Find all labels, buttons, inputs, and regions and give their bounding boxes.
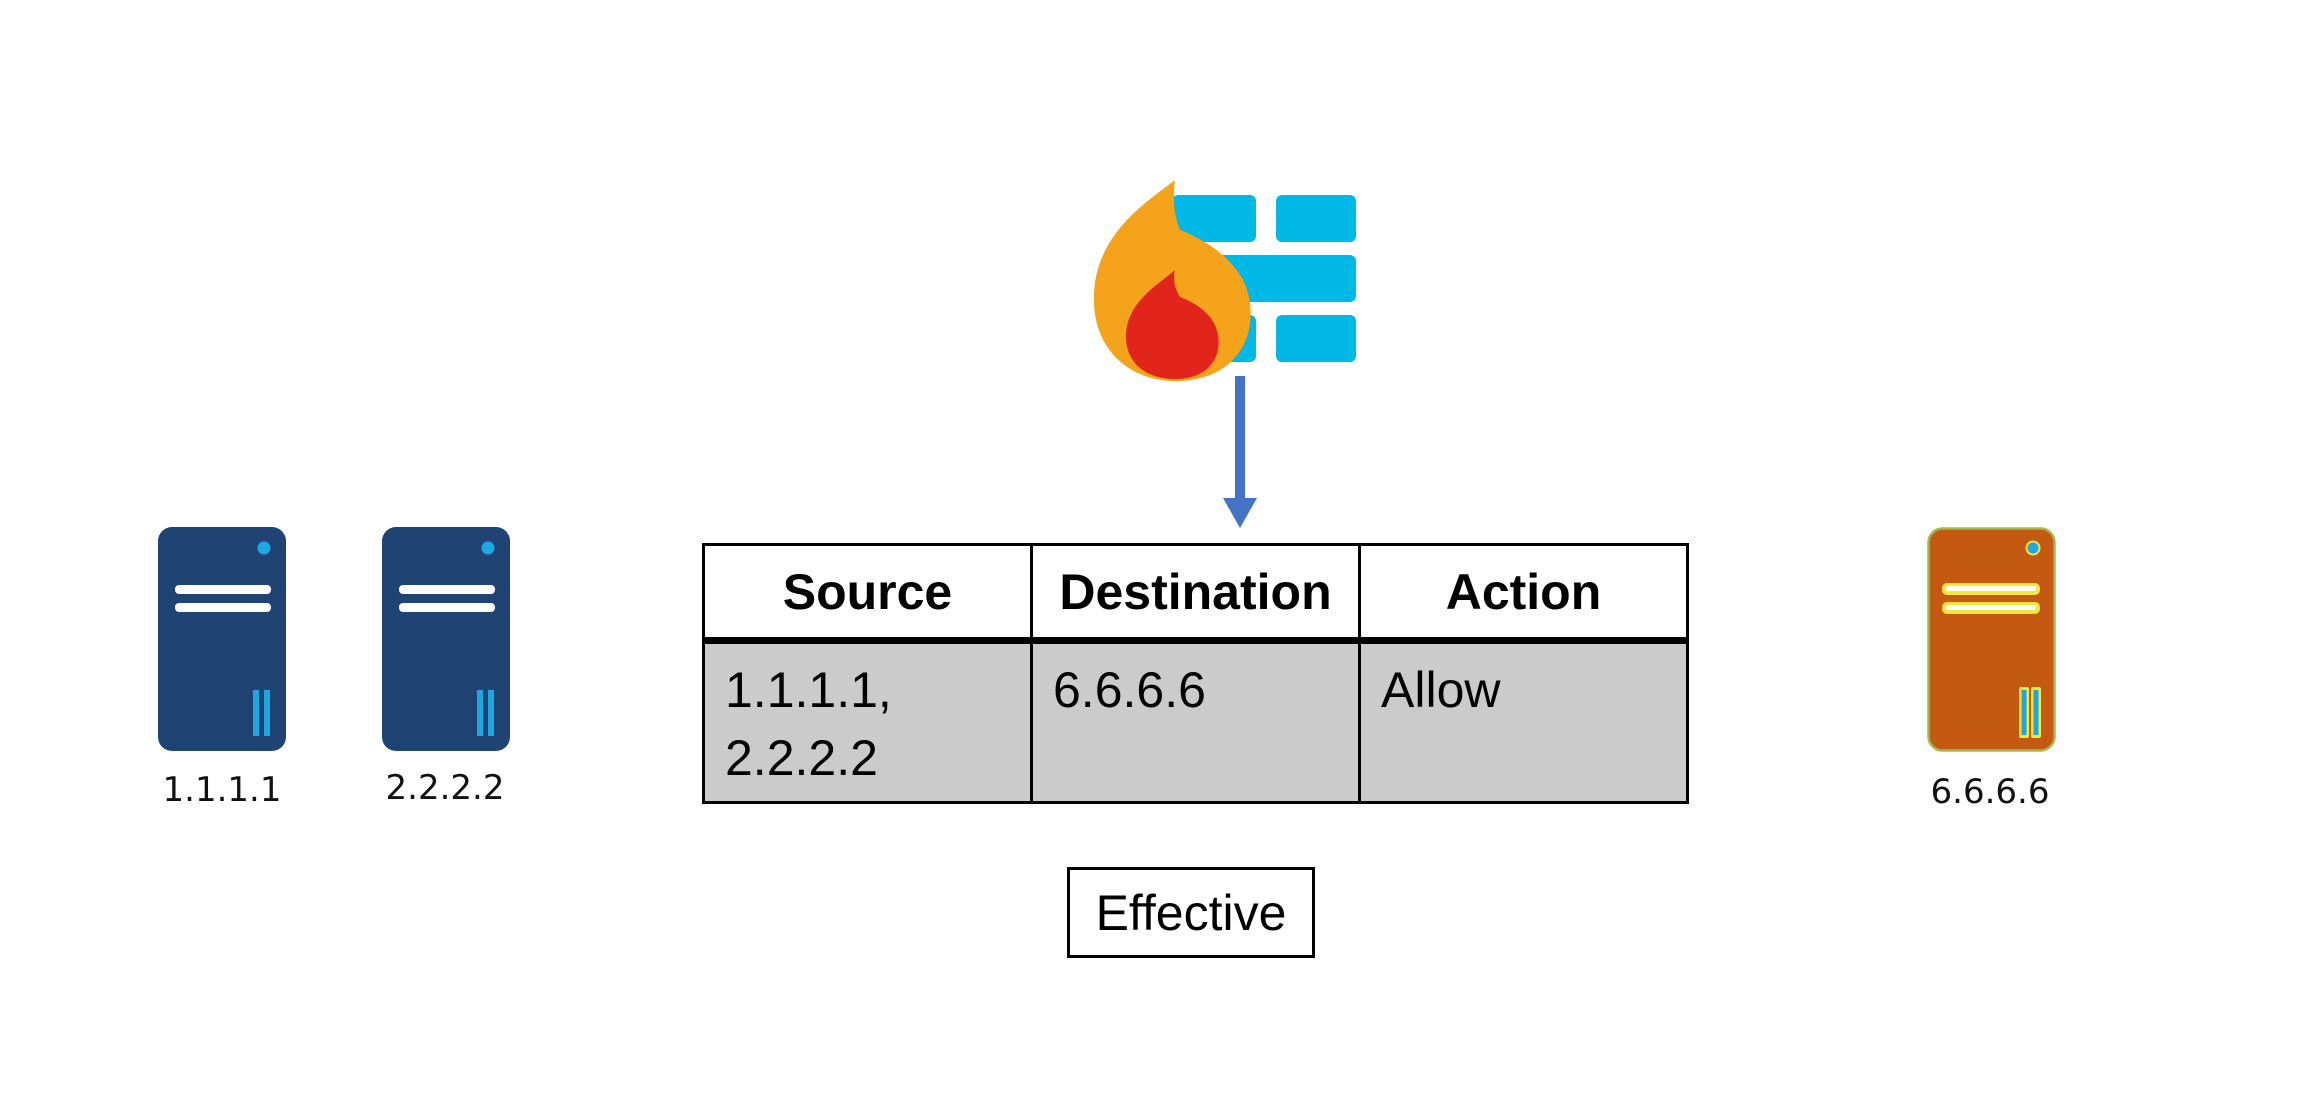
source-line-2: 2.2.2.2 xyxy=(725,730,878,786)
header-action: Action xyxy=(1358,543,1689,644)
server-1 xyxy=(158,527,288,753)
source-line-1: 1.1.1.1, xyxy=(725,662,892,718)
cell-destination: 6.6.6.6 xyxy=(1030,639,1361,804)
server-3 xyxy=(1927,527,2057,753)
firewall-graphic xyxy=(1093,180,1356,382)
server-icon xyxy=(382,527,510,751)
table-row: 1.1.1.1, 2.2.2.2 6.6.6.6 Allow xyxy=(702,639,1689,804)
arrow-graphic xyxy=(1223,376,1257,528)
cell-action: Allow xyxy=(1358,639,1689,804)
server-icon xyxy=(158,527,286,751)
arrow-down-icon xyxy=(1220,376,1260,535)
action-line-1: Allow xyxy=(1381,662,1501,718)
firewall-icon xyxy=(1080,175,1360,400)
header-destination: Destination xyxy=(1030,543,1361,644)
server-3-label: 6.6.6.6 xyxy=(1930,772,2050,812)
server-icon xyxy=(1927,527,2056,752)
server-2-label: 2.2.2.2 xyxy=(385,768,505,808)
destination-line-1: 6.6.6.6 xyxy=(1053,662,1206,718)
server-1-label: 1.1.1.1 xyxy=(162,770,282,810)
header-source: Source xyxy=(702,543,1033,644)
table-header-row: Source Destination Action xyxy=(702,543,1689,644)
cell-source: 1.1.1.1, 2.2.2.2 xyxy=(702,639,1033,804)
effective-label: Effective xyxy=(1067,867,1315,958)
server-2 xyxy=(382,527,512,753)
firewall-rule-table: Source Destination Action 1.1.1.1, 2.2.2… xyxy=(702,543,1689,804)
